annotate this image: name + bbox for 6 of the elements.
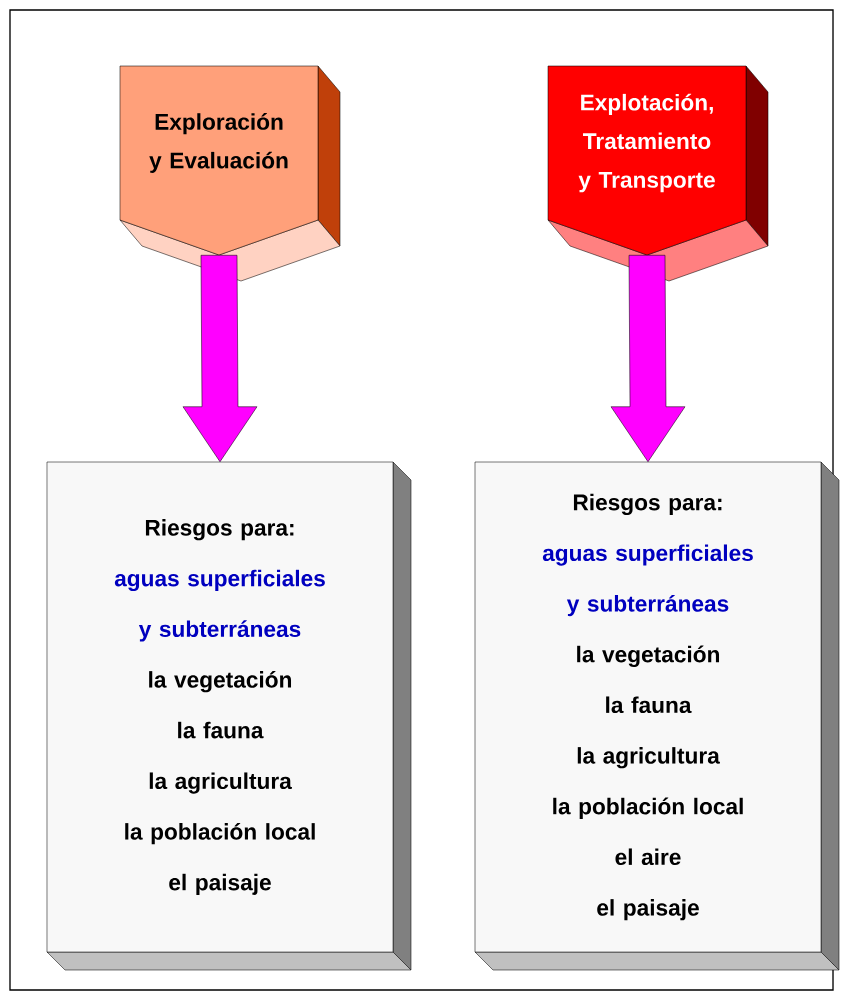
block-arrow [182,255,258,462]
pentagon-box: Exploración y Evaluación [119,65,341,282]
list-box: Riesgos para: aguas superficiales y subterráneas la vegetación la fauna la agricultura la población local el aire el paisaje [474,461,840,971]
list-box: Riesgos para: aguas superficiales y subterráneas la vegetación la fauna la agricultura la población local el paisaje [46,461,412,971]
pentagon-box: Explotación, Tratamiento y Transporte [547,65,769,282]
block-arrow [610,255,686,462]
